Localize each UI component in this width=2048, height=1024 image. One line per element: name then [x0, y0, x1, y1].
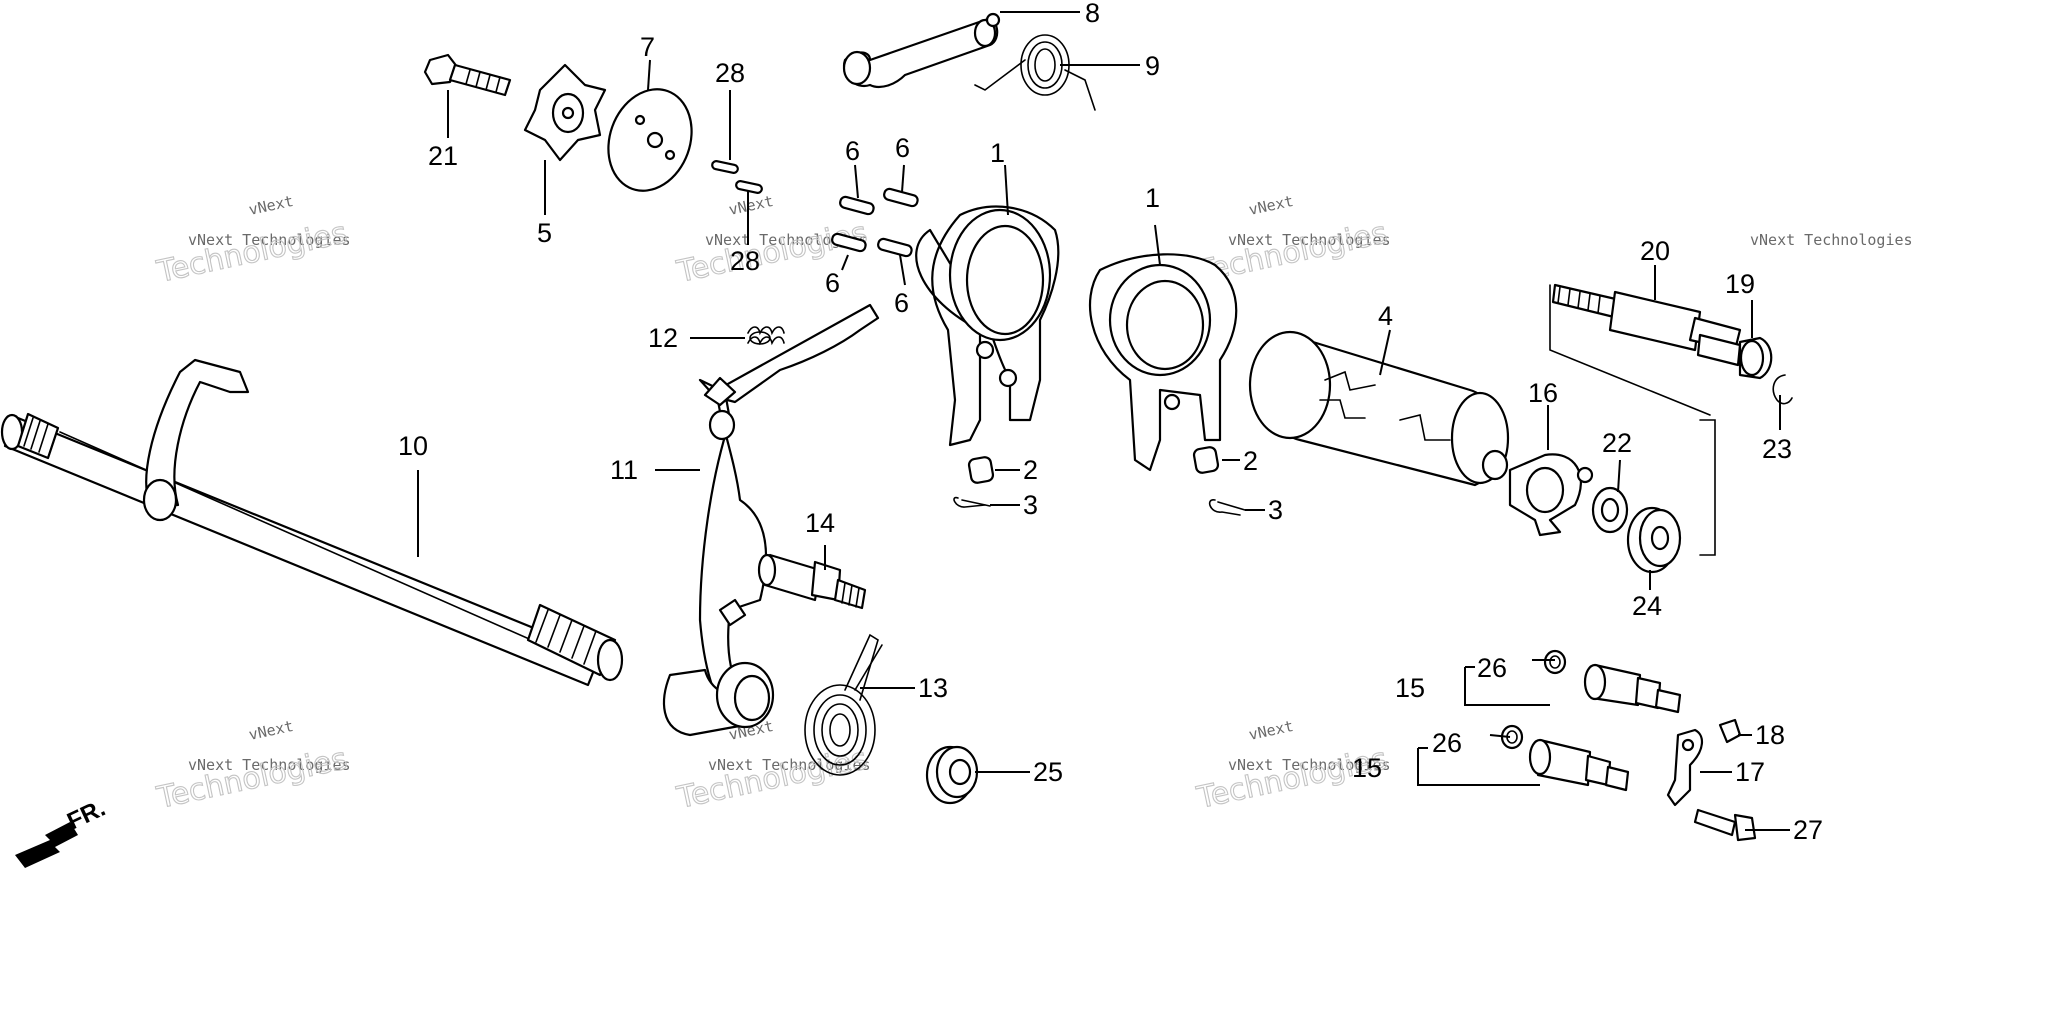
callout-6: 6: [825, 268, 840, 298]
watermark-top: vNext: [1247, 192, 1295, 219]
callout-7: 7: [640, 32, 655, 62]
pin-15-upper-drawing: [1583, 663, 1682, 714]
bolt-27-drawing: [1693, 808, 1757, 842]
watermark-top: vNext: [247, 192, 295, 219]
pivot-bolt-drawing: [757, 553, 867, 610]
small-spring-drawing: [747, 326, 785, 346]
pin-15-lower-drawing: [1528, 738, 1630, 792]
bolt-21-drawing: [423, 53, 512, 97]
watermark-text: vNext Technologies: [1228, 231, 1391, 249]
callout-26: 26: [1477, 653, 1507, 683]
oil-seal-drawing: [925, 745, 979, 805]
callout-4: 4: [1378, 301, 1393, 331]
o-ring-26-upper-drawing: [1543, 649, 1567, 675]
callout-24: 24: [1632, 591, 1662, 621]
cap-18-drawing: [1718, 718, 1742, 744]
callout-16: 16: [1528, 378, 1558, 408]
watermark-outline: Technologies: [673, 216, 870, 291]
callout-11: 11: [610, 455, 638, 485]
shift-spindle-drawing: [0, 358, 624, 687]
callout-1: 1: [1145, 183, 1160, 213]
guide-pin-right-drawing: [1192, 446, 1246, 516]
callout-20: 20: [1640, 236, 1670, 266]
callout-6: 6: [894, 288, 909, 318]
callout-14: 14: [805, 508, 835, 538]
callout-19: 19: [1725, 269, 1755, 299]
watermark-outline: Technologies: [153, 742, 350, 817]
watermark-top: vNext: [727, 192, 775, 219]
stopper-plate-drawing: [1508, 453, 1594, 537]
callout-2: 2: [1243, 446, 1258, 476]
watermark-text: vNext Technologies: [1228, 756, 1391, 774]
watermark-outline: Technologies: [153, 216, 350, 291]
stopper-arm-drawing: [842, 12, 1001, 89]
front-direction-arrow: FR.: [15, 795, 110, 868]
collar-drawing: [1738, 336, 1773, 380]
callout-17: 17: [1735, 757, 1765, 787]
callout-3: 3: [1023, 490, 1038, 520]
callout-26: 26: [1432, 728, 1462, 758]
watermark-text: vNext Technologies: [188, 231, 351, 249]
watermark-text: vNext Technologies: [188, 756, 351, 774]
callout-15: 15: [1395, 673, 1425, 703]
callout-6: 6: [845, 136, 860, 166]
callout-9: 9: [1145, 51, 1160, 81]
gearshift-arm-drawing: [662, 303, 880, 737]
callout-27: 27: [1793, 815, 1823, 845]
return-spring-13-drawing: [804, 633, 883, 776]
leader-lines: [417, 11, 1790, 831]
callout-5: 5: [537, 218, 552, 248]
parts-artwork: FR.: [0, 12, 1793, 868]
watermark-text: vNext Technologies: [708, 756, 871, 774]
dowel-pins-drawing: [831, 187, 919, 258]
callout-21: 21: [428, 141, 458, 171]
return-spring-9-drawing: [974, 34, 1096, 111]
shift-fork-left-drawing: [915, 205, 1060, 447]
callout-28: 28: [715, 58, 745, 88]
bearing-drawing: [1626, 506, 1682, 574]
watermark-text: vNext Technologies: [1750, 231, 1913, 249]
plate-drawing: [607, 88, 693, 192]
watermark-top: vNext: [1247, 717, 1295, 744]
callout-2: 2: [1023, 455, 1038, 485]
callout-22: 22: [1602, 428, 1632, 458]
drum-shaft-drawing: [1549, 283, 1742, 556]
watermark-outline: Technologies: [673, 742, 870, 817]
callout-23: 23: [1762, 434, 1792, 464]
pins-drawing: [711, 160, 763, 194]
watermark-1: vNext vNext Technologies Technologies: [153, 192, 351, 291]
callout-labels: 1 1 2 2 3 3 4 5 6 6 6 6 7 8 9 10 11 12 1…: [398, 0, 1823, 845]
drum-center-drawing: [523, 63, 607, 162]
bracket-17-drawing: [1666, 728, 1703, 807]
callout-18: 18: [1755, 720, 1785, 750]
callout-1: 1: [990, 138, 1005, 168]
callout-8: 8: [1085, 0, 1100, 28]
callout-3: 3: [1268, 495, 1283, 525]
callout-10: 10: [398, 431, 428, 461]
shift-drum-drawing: [1248, 330, 1510, 487]
circlip-drawing: [1772, 374, 1793, 405]
washer-drawing: [1591, 486, 1629, 534]
callout-12: 12: [648, 323, 678, 353]
watermark-5: vNext vNext Technologies Technologies: [153, 717, 351, 817]
watermark-text: vNext Technologies: [705, 231, 868, 249]
shift-fork-right-drawing: [1088, 253, 1238, 472]
callout-28: 28: [730, 246, 760, 276]
callout-25: 25: [1033, 757, 1063, 787]
watermark-top: vNext: [247, 717, 295, 744]
callout-15: 15: [1352, 753, 1382, 783]
callout-13: 13: [918, 673, 948, 703]
watermark-4: vNext Technologies: [1750, 231, 1913, 249]
guide-pin-left-drawing: [953, 456, 995, 508]
callout-6: 6: [895, 133, 910, 163]
